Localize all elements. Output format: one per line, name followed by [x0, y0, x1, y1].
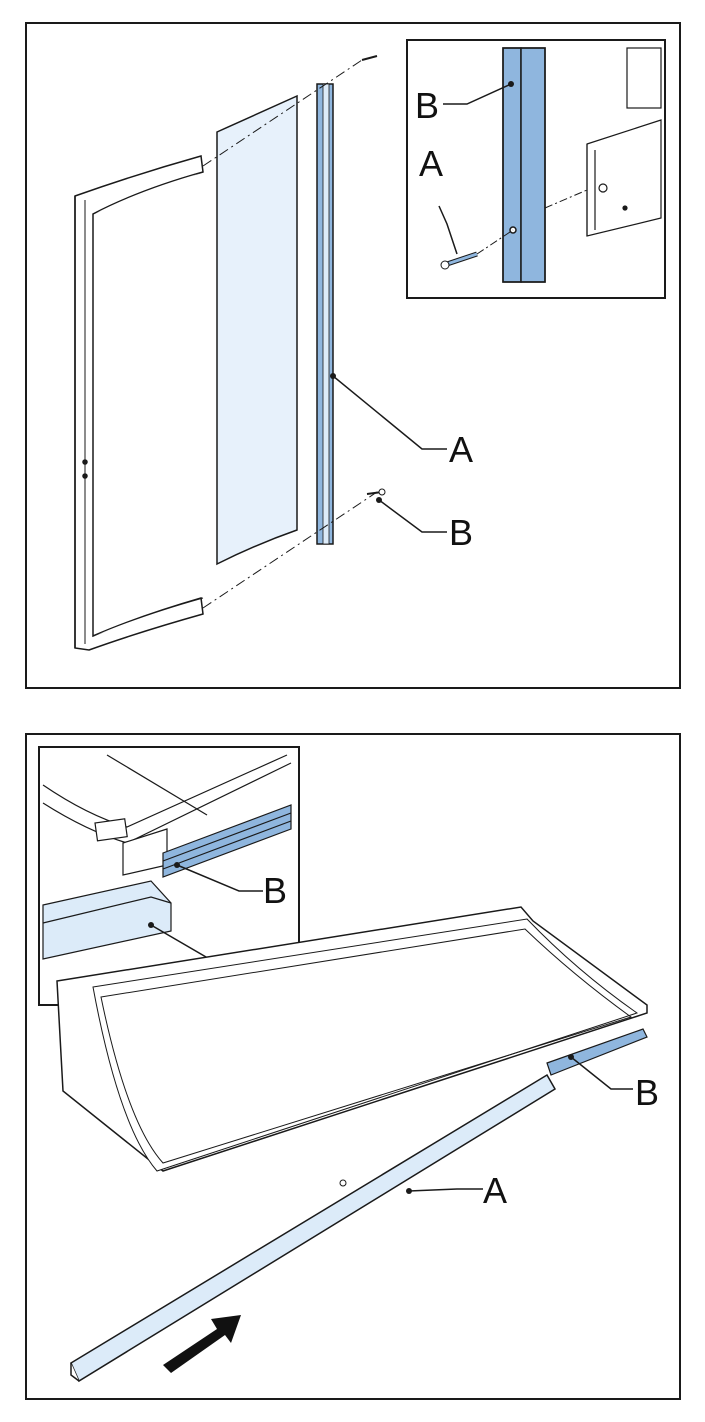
inset-frame-section [586, 47, 662, 237]
push-arrow-icon [163, 1315, 241, 1373]
callout-a-label: A [483, 1170, 507, 1211]
callout-a-dot [406, 1188, 412, 1194]
step-1-illustration: A B [74, 39, 666, 651]
inset-cover-a [42, 880, 172, 960]
callout-a-dot [330, 373, 336, 379]
callout-b-label: B [635, 1072, 659, 1113]
step-2-illustration: B A A B [38, 746, 659, 1383]
profile-part-a [316, 83, 334, 545]
screw-part-b [366, 488, 386, 496]
door-frame [74, 155, 204, 651]
inset-callout-b-label: B [263, 870, 287, 911]
step-1-panel: A B [25, 22, 681, 689]
inset-callout-a-label: A [419, 143, 443, 184]
callout-b-dot [568, 1054, 574, 1060]
inset-callout-b-dot [174, 862, 180, 868]
assembly-guide-lines [202, 59, 378, 609]
inset-callout-b-dot [508, 81, 514, 87]
step-2-panel: B A A B [25, 733, 681, 1400]
inset-profile-b [502, 47, 546, 283]
callout-b-dot [376, 497, 382, 503]
callout-b-label: B [449, 512, 473, 553]
glass-pane [216, 94, 298, 566]
profile-part-b [546, 1028, 648, 1076]
inset-frame-corner [42, 754, 292, 876]
screw-top [361, 55, 378, 61]
inset-callout-a-dot [148, 922, 154, 928]
inset-callout-b-label: B [415, 85, 439, 126]
screw-hole [339, 1179, 347, 1187]
inset-screw-a [440, 251, 478, 270]
inset-profile-b [162, 804, 292, 878]
callout-a-label: A [449, 429, 473, 470]
cover-part-a [70, 1073, 557, 1383]
inset-callout-leaders [438, 83, 512, 255]
inset-guide-lines [476, 189, 588, 255]
callout-leaders [332, 375, 447, 533]
callout-leaders [408, 1056, 633, 1192]
door-frame-lying [56, 906, 648, 1172]
